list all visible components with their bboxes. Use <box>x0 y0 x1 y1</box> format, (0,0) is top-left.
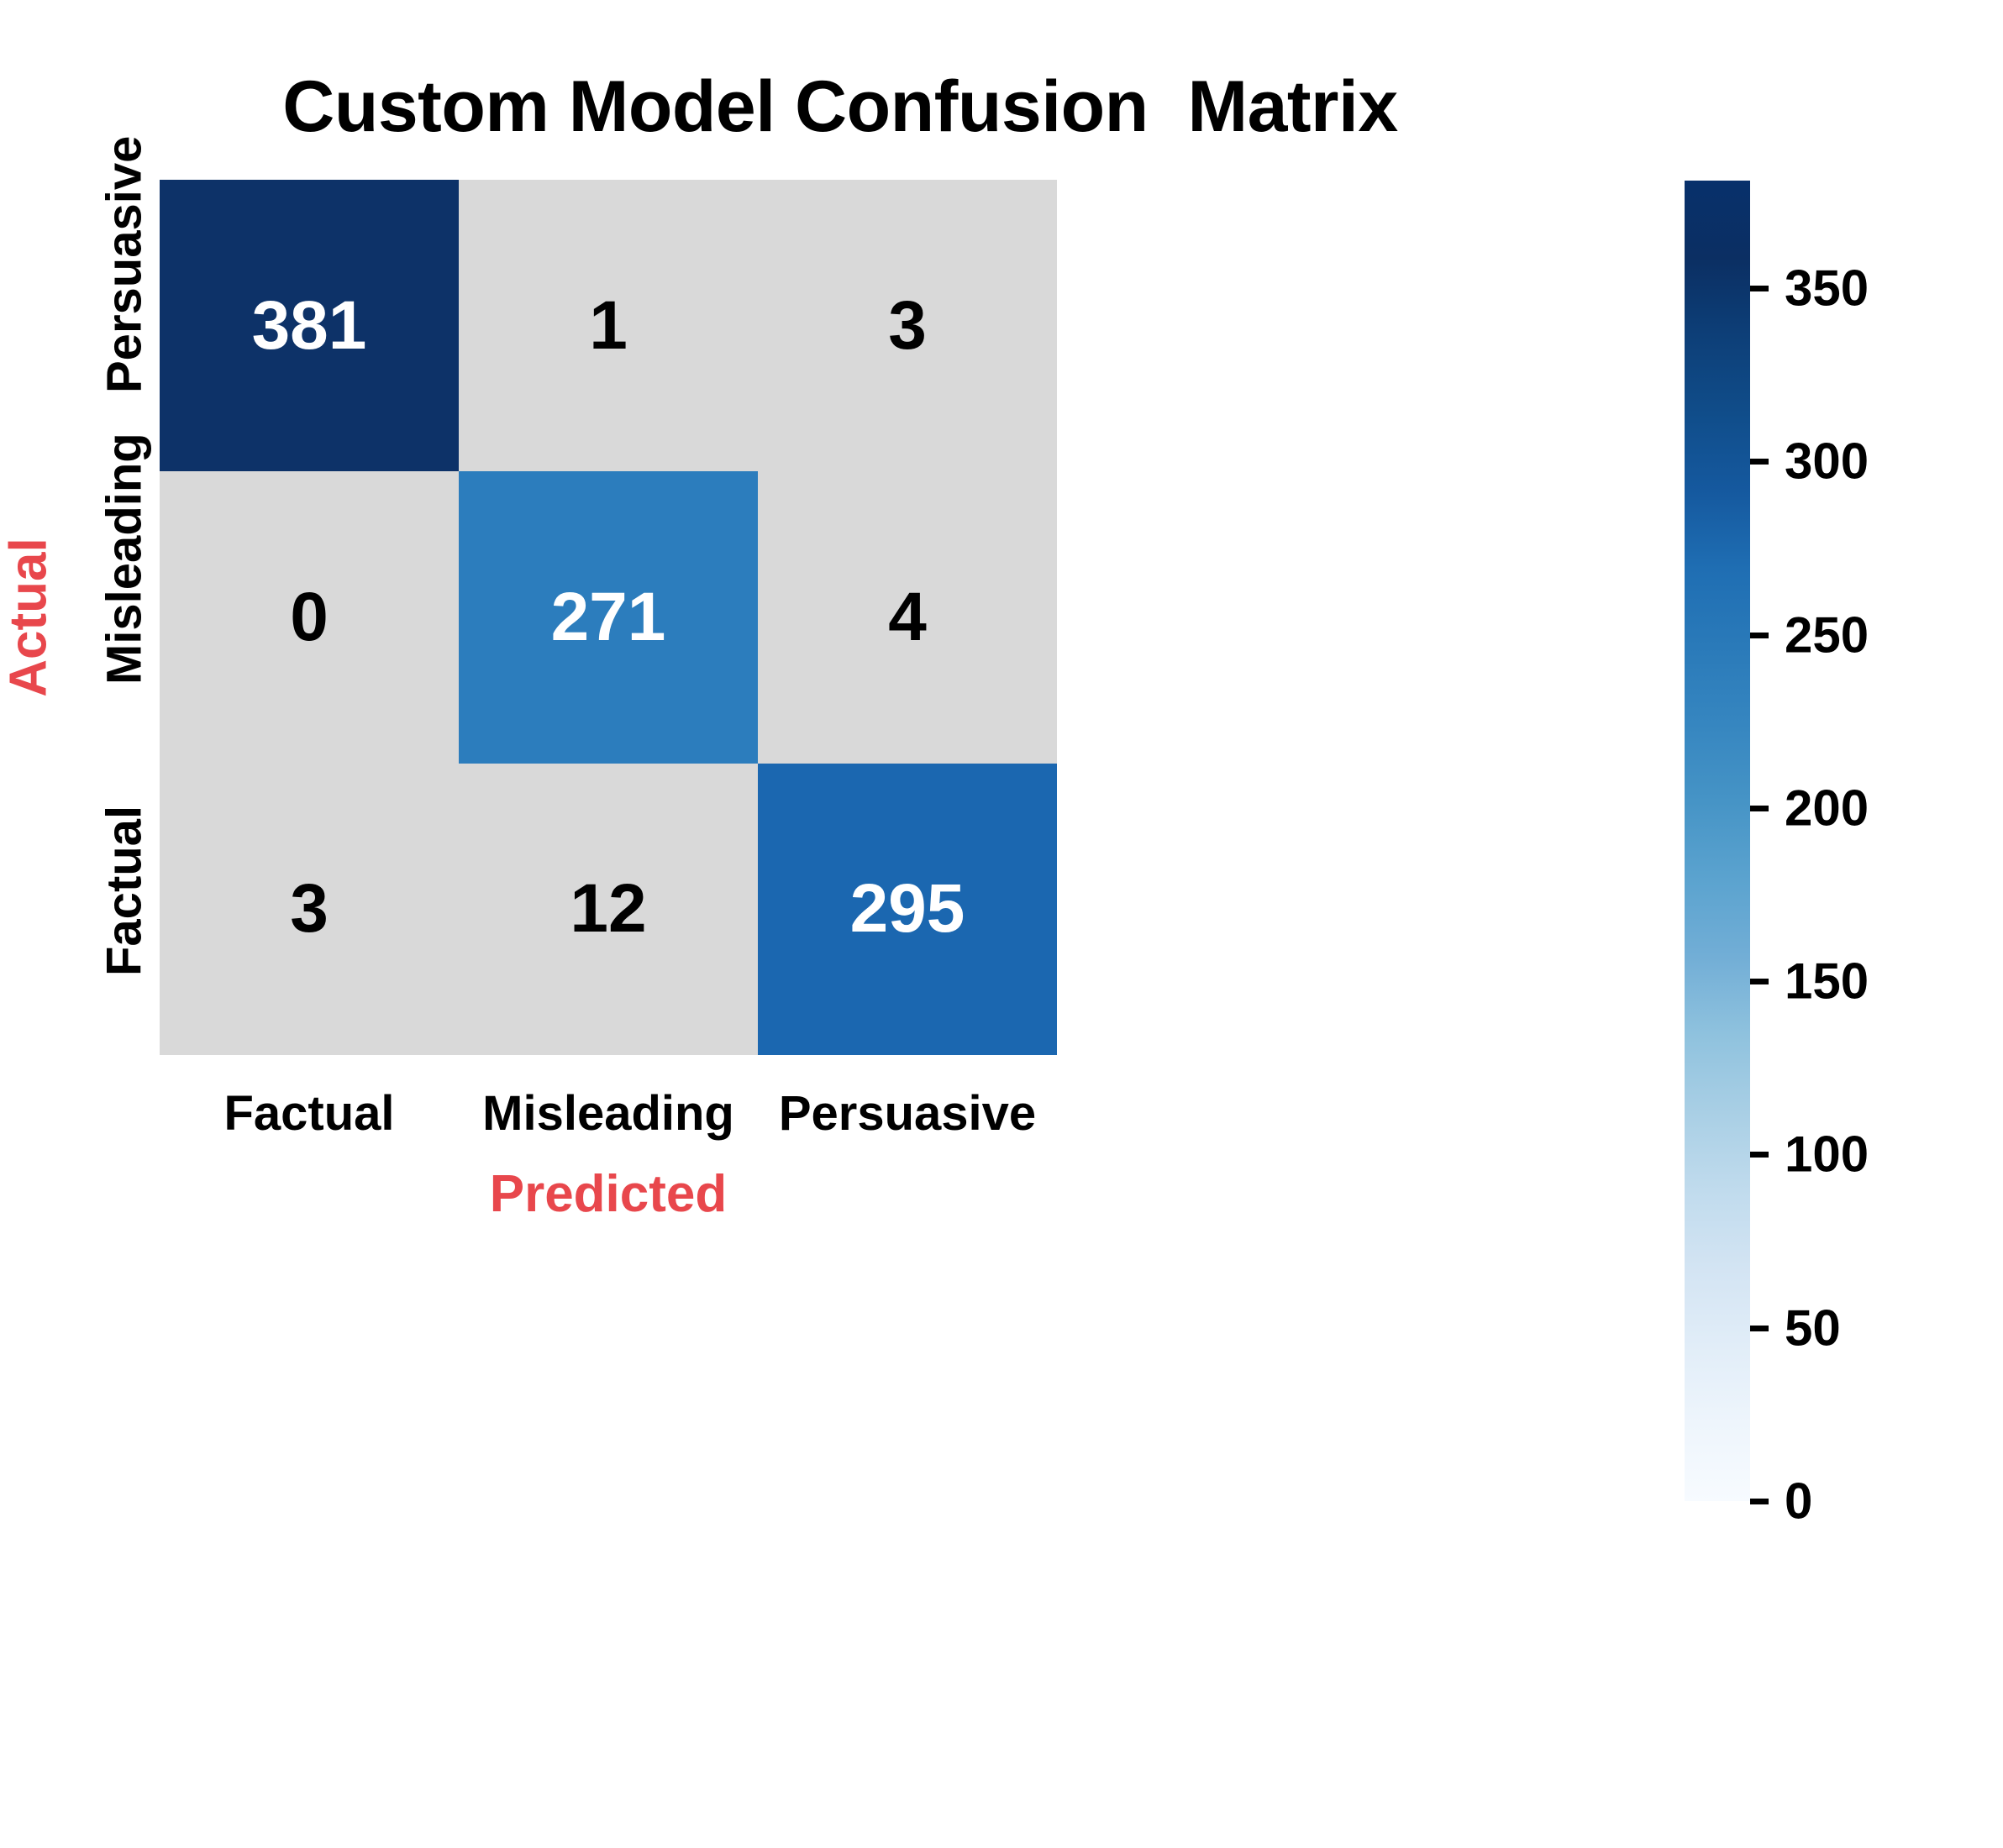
colorbar-tick-label: 150 <box>1785 953 1869 1010</box>
colorbar-tick-mark <box>1750 805 1769 811</box>
matrix-cell-value: 0 <box>290 578 329 655</box>
colorbar-tick-mark <box>1750 979 1769 985</box>
matrix-cell-value: 3 <box>290 870 329 948</box>
matrix-cell-value: 381 <box>251 286 367 364</box>
colorbar-tick-mark <box>1750 459 1769 465</box>
colorbar-tick-label: 50 <box>1785 1299 1841 1357</box>
x-tick-label-misleading: Misleading <box>482 1086 734 1141</box>
matrix-cell-value: 1 <box>589 286 628 364</box>
colorbar-tick-mark <box>1750 632 1769 638</box>
matrix-cell-value: 3 <box>888 286 927 364</box>
colorbar-tick-mark <box>1750 1325 1769 1331</box>
y-tick-label-factual: Factual <box>97 806 152 977</box>
matrix-cell-r2c2: 295 <box>758 763 1057 1055</box>
matrix-cell-r0c1: 1 <box>459 180 758 472</box>
y-axis-label: Actual <box>0 538 58 697</box>
matrix-cell-r1c1: 271 <box>459 471 758 764</box>
confusion-matrix-grid: 381 1 3 0 271 4 3 12 295 <box>160 180 1057 1055</box>
matrix-cell-value: 4 <box>888 578 927 655</box>
colorbar-tick-label: 200 <box>1785 780 1869 837</box>
y-tick-label-persuasive: Persuasive <box>97 135 152 393</box>
colorbar-tick-mark <box>1750 285 1769 291</box>
matrix-cell-value: 271 <box>550 578 666 655</box>
x-tick-label-persuasive: Persuasive <box>778 1086 1037 1141</box>
matrix-cell-r1c2: 4 <box>758 471 1057 764</box>
matrix-cell-r2c0: 3 <box>160 763 459 1055</box>
x-axis-label: Predicted <box>489 1165 728 1223</box>
matrix-cell-r0c0: 381 <box>160 180 459 472</box>
x-tick-label-factual: Factual <box>223 1086 395 1141</box>
matrix-cell-r0c2: 3 <box>758 180 1057 472</box>
y-tick-label-misleading: Misleading <box>97 433 152 685</box>
matrix-cell-r1c0: 0 <box>160 471 459 764</box>
matrix-cell-r2c1: 12 <box>459 763 758 1055</box>
colorbar-tick-label: 300 <box>1785 433 1869 490</box>
colorbar-tick-mark <box>1750 1152 1769 1158</box>
colorbar-tick-label: 100 <box>1785 1126 1869 1183</box>
chart-title: Custom Model Confusion Matrix <box>282 66 1398 147</box>
colorbar-gradient <box>1685 181 1750 1501</box>
matrix-cell-value: 12 <box>570 870 647 948</box>
colorbar-tick-label: 350 <box>1785 260 1869 317</box>
colorbar-tick-label: 0 <box>1785 1473 1813 1530</box>
matrix-cell-value: 295 <box>849 870 965 948</box>
colorbar-tick-mark <box>1750 1499 1769 1504</box>
colorbar <box>1685 181 1750 1501</box>
colorbar-tick-label: 250 <box>1785 606 1869 663</box>
